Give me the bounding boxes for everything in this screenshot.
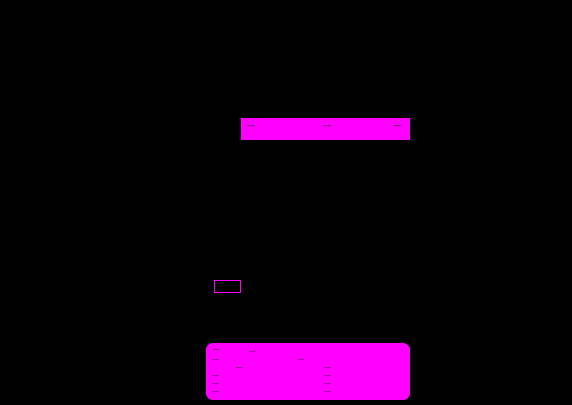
panel-left-line: — (212, 371, 219, 379)
panel-right-line: — (324, 387, 331, 395)
panel-corner-mark: — (213, 345, 220, 353)
top-bar[interactable]: — — — (241, 118, 410, 140)
panel-right-line: — (324, 379, 331, 387)
panel-title: — (249, 347, 256, 355)
panel-right-line: — (324, 371, 331, 379)
panel-left-line: — (212, 387, 219, 395)
panel-left-line: — (236, 363, 243, 371)
panel-row1-right: — (298, 355, 305, 363)
panel-right-line: — (324, 363, 331, 371)
top-bar-middle-label[interactable]: — (323, 121, 331, 130)
top-bar-right-label[interactable]: — (393, 121, 401, 130)
panel-left-line: — (212, 379, 219, 387)
panel-row1-left: — (212, 355, 219, 363)
top-bar-left-label[interactable]: — (247, 121, 255, 130)
info-panel: — — — — — — — — — — — — (206, 343, 410, 400)
selection-box[interactable] (214, 280, 241, 293)
